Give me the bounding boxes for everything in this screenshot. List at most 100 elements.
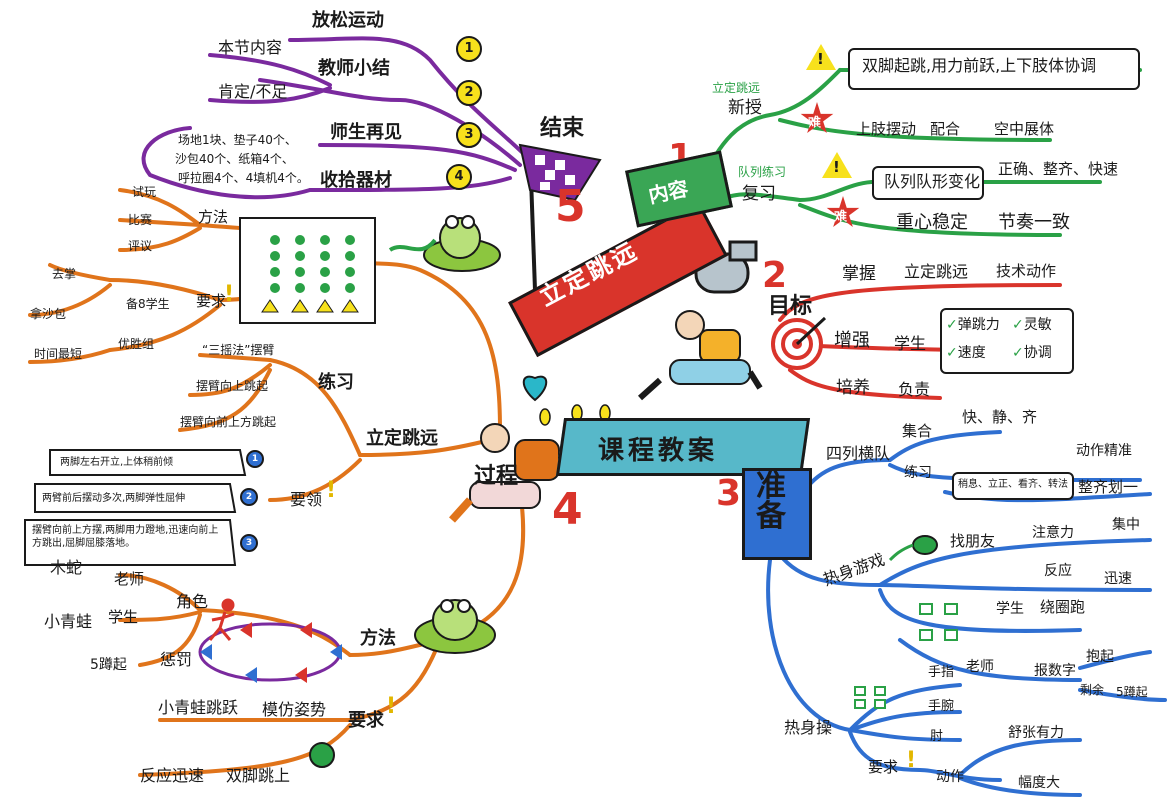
end-equip-2: 沙包40个、纸箱4个、 <box>175 152 294 166</box>
require-two-feet: 双脚跳上 <box>226 766 291 785</box>
require-sandbag: 拿沙包 <box>30 307 67 321</box>
goal-strengthen-label: 增强 <box>834 330 870 351</box>
practice-2: 摆臂向上跳起 <box>196 379 269 393</box>
review-tag: 队列练习 <box>738 165 787 179</box>
track-oval <box>198 622 342 682</box>
review-key-box <box>872 166 984 200</box>
prep-elbow: 肘 <box>930 729 944 744</box>
prep-gather-detail: 快、静、齐 <box>962 408 1038 426</box>
end-num-1: 1 <box>456 36 482 62</box>
require-react: 反应迅速 <box>140 766 205 785</box>
goal-quality-1: ✓弹跳力 <box>946 318 1000 332</box>
goal-quality-4: ✓协调 <box>1012 346 1052 360</box>
check-icon: ✓ <box>1012 345 1024 361</box>
prep-fast: 迅速 <box>1104 571 1132 587</box>
require-frog-jump: 小青蛙跳跃 <box>158 698 239 717</box>
end-num-3: 3 <box>456 122 482 148</box>
end-item-3: 师生再见 <box>330 122 402 143</box>
key-point-num-2: 2 <box>240 488 258 506</box>
prep-react: 反应 <box>1044 563 1072 579</box>
method-try: 试玩 <box>132 185 157 199</box>
exclamation-icon: ! <box>906 748 917 773</box>
goal-quality-3: ✓速度 <box>946 346 986 360</box>
end-number: 5 <box>555 181 586 232</box>
new-teach-diff-2: 配合 <box>930 120 961 138</box>
require-winner: 优胜组 <box>118 337 155 351</box>
formation-dots <box>270 235 355 293</box>
central-topic-title: 课程教案 <box>598 436 719 466</box>
prep-attention: 注意力 <box>1032 525 1074 541</box>
punish-detail: 5蹲起 <box>90 657 127 673</box>
end-equip-1: 场地1块、垫子40个、 <box>178 133 297 147</box>
key-point-2: 两臂前后摆动多次,两脚弹性屈伸 <box>42 493 186 504</box>
process-require-top: 要求 <box>196 292 227 310</box>
review-diff-2: 节奏一致 <box>998 212 1070 233</box>
end-num-4: 4 <box>446 164 472 190</box>
frog-icon <box>414 599 496 654</box>
jumping-kid-upper <box>637 310 763 401</box>
track-flags <box>200 622 342 683</box>
snake-icon <box>388 238 437 252</box>
prep-practice-box <box>952 472 1074 500</box>
end-item-1: 放松运动 <box>312 10 384 31</box>
prep-focus: 集中 <box>1112 517 1140 533</box>
check-icon: ✓ <box>946 345 958 361</box>
flag-icon <box>518 143 602 202</box>
process-number: 4 <box>552 484 583 535</box>
new-teach-diff-3: 空中展体 <box>994 120 1055 138</box>
prep-action-label: 动作精准 <box>1076 443 1132 459</box>
key-point-num-1: 1 <box>246 450 264 468</box>
require-go: 去掌 <box>52 267 77 281</box>
goal-strengthen-sub: 学生 <box>894 334 927 353</box>
role-student: 学生 <box>108 608 139 626</box>
key-point-3: 摆臂向前上方摆,两脚用力蹬地,迅速向前上方跳出,屈脚屈膝落地。 <box>32 525 219 549</box>
prep-practice-detail: 稍息、立正、看齐、转法 <box>958 479 1068 490</box>
goal-quality-4-text: 协调 <box>1023 345 1052 361</box>
method-role: 角色 <box>176 592 209 611</box>
role-frog: 小青蛙 <box>44 612 93 631</box>
prep-label: 准备 <box>756 469 786 534</box>
method-review: 评议 <box>128 239 153 253</box>
end-sub-judge: 肯定/不足 <box>218 82 288 101</box>
end-num-2: 2 <box>456 80 482 106</box>
prep-teacher-detail: 报数字 <box>1034 663 1076 679</box>
exclamation-icon: ! <box>224 282 235 307</box>
goal-quality-1-text: 弹跳力 <box>957 317 1000 333</box>
prep-wrist: 手腕 <box>928 699 955 714</box>
prep-student: 学生 <box>996 601 1024 617</box>
prep-penalty: 5蹲起 <box>1116 685 1148 699</box>
review-label: 复习 <box>742 184 776 204</box>
warning-icon: ! <box>806 44 836 70</box>
frog-icon <box>423 215 501 272</box>
prep-require-1: 舒张有力 <box>1008 725 1064 741</box>
check-icon: ✓ <box>1012 317 1024 333</box>
review-key: 队列队形变化 <box>884 172 981 191</box>
require-imitate: 模仿姿势 <box>262 700 327 719</box>
process-require-bottom: 要求 <box>348 710 384 731</box>
goal-quality-3-text: 速度 <box>957 345 986 361</box>
new-teach-tag: 立定跳远 <box>712 81 761 95</box>
content-branch-lines <box>698 68 1142 237</box>
formation-squares <box>854 603 958 709</box>
prep-gather: 集合 <box>902 422 933 440</box>
role-snake: 木蛇 <box>50 558 83 577</box>
prep-remain: 剩余 <box>1080 683 1105 697</box>
prep-finger: 手指 <box>928 665 955 680</box>
new-teach-label: 新授 <box>728 98 762 118</box>
review-diff-1: 重心稳定 <box>896 212 968 233</box>
prep-practice: 练习 <box>904 465 932 481</box>
end-label: 结束 <box>540 116 585 141</box>
prep-card <box>742 468 812 560</box>
prep-require: 要求 <box>868 758 899 776</box>
prep-student-detail: 绕圈跑 <box>1040 598 1086 616</box>
goal-master-2: 技术动作 <box>996 262 1057 280</box>
goal-cultivate-sub: 负责 <box>898 380 931 399</box>
require-prep-student: 备8学生 <box>126 297 170 311</box>
end-item-2: 教师小结 <box>318 58 390 79</box>
practice-1: “三摇法”摆臂 <box>202 343 275 357</box>
goal-number: 2 <box>762 255 788 296</box>
goal-quality-2-text: 灵敏 <box>1023 317 1052 333</box>
formation-cones <box>261 299 359 313</box>
